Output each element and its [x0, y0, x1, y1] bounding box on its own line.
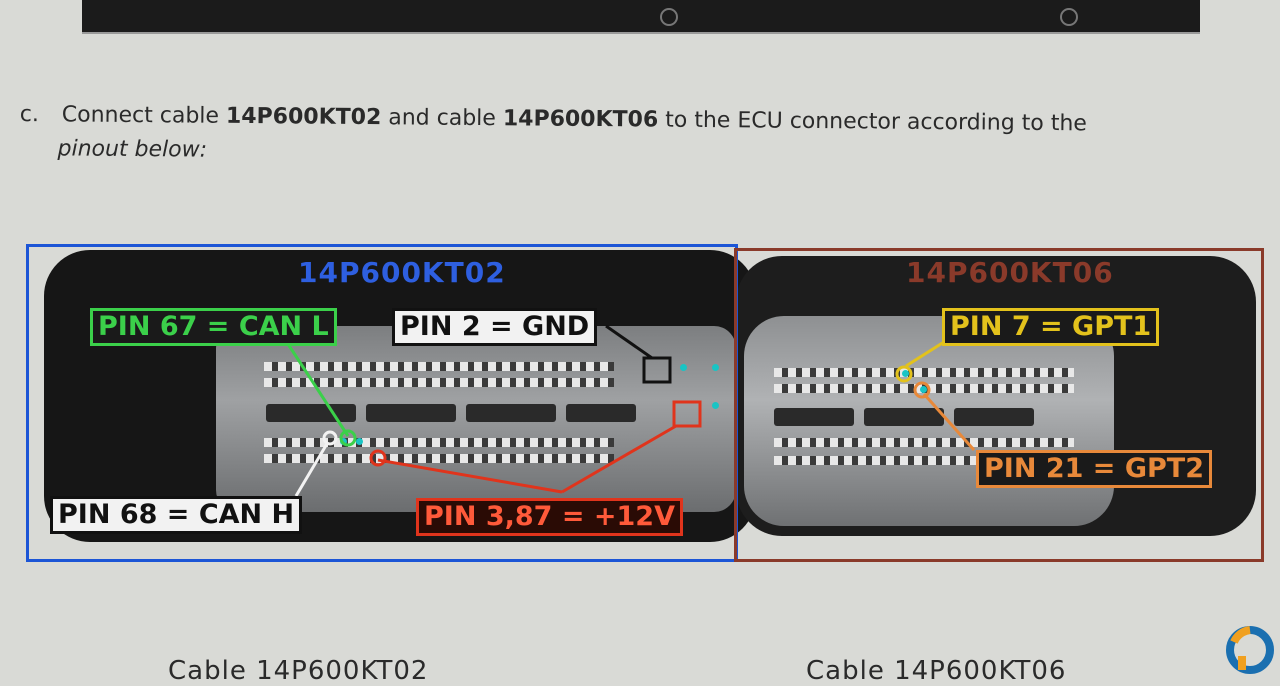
connector-left-face	[216, 326, 736, 512]
step-number: c.	[19, 101, 40, 128]
callout-lines	[286, 324, 976, 497]
photo-detail	[660, 8, 678, 26]
pinout-figure: 14P600KT02 14P600KT06 PIN 67 = CAN L PIN…	[26, 238, 1264, 562]
cable-name: 14P600KT06	[502, 106, 659, 133]
pin-7	[902, 370, 909, 377]
photo-top-strip	[82, 0, 1200, 34]
caption-right: Cable 14P600KT06	[806, 656, 1067, 686]
callout-line-gnd	[605, 324, 653, 360]
brand-logo-icon	[1226, 626, 1274, 674]
connector-slot	[864, 408, 944, 426]
pin-row	[264, 378, 614, 387]
connector-slot	[774, 408, 854, 426]
connector-left-title: 14P600KT02	[298, 256, 506, 289]
callout-marker-gpt2	[913, 381, 931, 399]
callout-marker-can-l	[339, 429, 357, 447]
pin-row	[774, 456, 1014, 465]
connector-slot	[954, 408, 1034, 426]
connector-slot	[266, 404, 356, 422]
connector-slot	[566, 404, 636, 422]
pin-gnd	[680, 364, 687, 371]
callout-marker-12v-b	[672, 400, 702, 428]
callout-line-gpt1	[905, 340, 945, 368]
cable-name: 14P600KT02	[225, 103, 382, 131]
pin-row	[264, 438, 614, 447]
instruction-paragraph: c.Connect cable 14P600KT02 and cable 14P…	[19, 98, 1200, 176]
label-pin-2-gnd: PIN 2 = GND	[392, 308, 598, 346]
label-pin-67-can-l: PIN 67 = CAN L	[90, 308, 337, 346]
label-pin-21-gpt2: PIN 21 = GPT2	[976, 450, 1212, 488]
pin-row	[774, 368, 1074, 377]
connector-right-face	[744, 316, 1114, 526]
callout-line-can-l	[286, 343, 350, 437]
pin-row	[774, 438, 1074, 447]
label-pin-3-87-power: PIN 3,87 = +12V	[416, 498, 683, 536]
pin-21	[920, 386, 927, 393]
callout-marker-can-h	[322, 430, 338, 446]
caption-left: Cable 14P600KT02	[168, 656, 429, 686]
label-pin-68-can-h: PIN 68 = CAN H	[50, 496, 303, 534]
cable-kt06-region	[734, 248, 1264, 562]
pin-row	[264, 454, 614, 463]
callout-marker-gnd	[642, 356, 672, 384]
connector-slot	[366, 404, 456, 422]
callout-marker-12v-a	[369, 449, 387, 467]
pin	[712, 364, 719, 371]
pin-67	[356, 438, 363, 445]
callout-line-12v-a	[377, 458, 563, 494]
photo-detail	[1060, 8, 1078, 26]
callout-line-can-h	[294, 441, 330, 497]
connector-slot	[466, 404, 556, 422]
pin-87	[712, 402, 719, 409]
pin-row	[264, 362, 614, 371]
callout-marker-gpt1	[895, 365, 913, 383]
label-pin-7-gpt1: PIN 7 = GPT1	[942, 308, 1160, 346]
caption-row: Cable 14P600KT02 Cable 14P600KT06	[0, 648, 1280, 686]
callout-line-12v-b	[561, 424, 677, 494]
connector-right-title: 14P600KT06	[906, 256, 1114, 289]
callout-line-gpt2	[922, 393, 976, 451]
